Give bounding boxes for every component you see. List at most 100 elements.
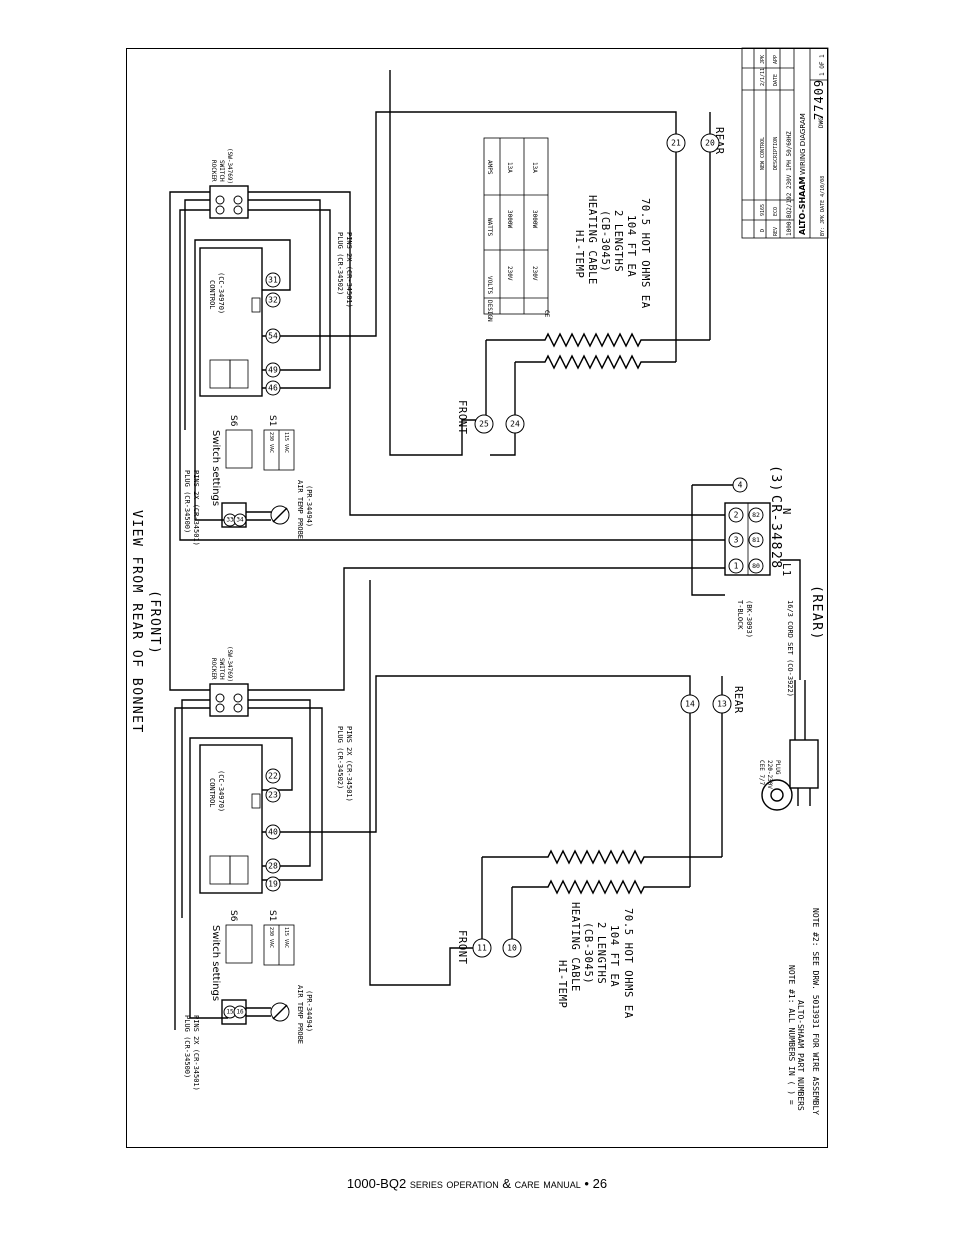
node-tblock-80: 80 bbox=[748, 558, 764, 574]
title-block-title: WIRING DIAGRAM bbox=[799, 113, 807, 175]
node-lower-f: 23 bbox=[265, 787, 281, 803]
plug-control-lower-1: PLUG (CR-34502) bbox=[336, 726, 344, 789]
tblock-label-2: (BK-3093) bbox=[745, 600, 753, 638]
node-lower-a-text: 14 bbox=[685, 700, 695, 709]
footer-text: series operation & care manual bbox=[409, 1176, 581, 1191]
node-tblock-2: 2 bbox=[728, 507, 744, 523]
node-upper-g-text: 54 bbox=[268, 332, 278, 341]
plug-probe-lower-2: PINS 2X (CR-34501) bbox=[192, 1015, 200, 1091]
probe-label-lower-2: (PR-34494) bbox=[305, 990, 313, 1032]
footer-bullet: • bbox=[584, 1176, 589, 1191]
spec-row2-watts: 3000W bbox=[531, 210, 538, 228]
rev-row-date: 2/1/11 bbox=[760, 68, 766, 86]
node-upper-c: 25 bbox=[474, 414, 494, 434]
rocker-label-upper-3: (SW-34769) bbox=[226, 148, 233, 184]
rocker-switch-upper[interactable] bbox=[209, 185, 249, 219]
node-tblock-81-text: 81 bbox=[752, 536, 760, 544]
node-lower-c-text: 11 bbox=[477, 944, 487, 953]
heating-upper-line-2: HEATING CABLE bbox=[586, 195, 598, 285]
vac-115-upper: 115 VAC bbox=[283, 432, 289, 453]
node-upper-i-text: 46 bbox=[268, 384, 278, 393]
plug-probe-lower-1: PLUG (CR-34500) bbox=[183, 1015, 191, 1078]
node-lower-b-text: 13 bbox=[717, 700, 727, 709]
spec-header-amps: AMPS bbox=[486, 160, 493, 175]
node-tblock-81: 81 bbox=[748, 532, 764, 548]
s6-label-lower: S6 bbox=[228, 910, 238, 922]
footer-page-number: 26 bbox=[592, 1176, 608, 1191]
probe-plug-lower[interactable] bbox=[221, 999, 290, 1025]
node-lower-e-text: 22 bbox=[268, 772, 278, 781]
node-upper-a: 21 bbox=[666, 133, 686, 153]
note-2: NOTE #2: SEE DRW. 5013931 FOR WIRE ASSEM… bbox=[811, 908, 820, 1115]
node-lower-i-text: 19 bbox=[268, 880, 278, 889]
rev-header-eco: ECO bbox=[773, 207, 779, 216]
page-footer: 1000-BQ2 series operation & care manual … bbox=[0, 1176, 954, 1191]
wires bbox=[169, 70, 806, 1030]
node-lower-b: 13 bbox=[712, 694, 732, 714]
rocker-label-lower-1: ROCKER bbox=[210, 658, 217, 680]
node-lower-h: 28 bbox=[265, 858, 281, 874]
title-block-brand: ALTO-SHAAM bbox=[798, 176, 807, 235]
node-tblock-82-text: 82 bbox=[752, 511, 760, 519]
rev-row-rev: D bbox=[760, 229, 766, 232]
control-label-upper-1: CONTROL bbox=[208, 280, 216, 310]
vac-115-lower: 115 VAC bbox=[283, 927, 289, 948]
heating-lower-line-6: 70.5 HOT OHMS EA bbox=[622, 908, 634, 1019]
node-tblock-1-text: 1 bbox=[734, 562, 739, 571]
switch-settings-lower: Switch settings S6 S1 230 VAC 115 VAC bbox=[210, 910, 295, 1001]
sheet-number: 1 OF 1 bbox=[819, 54, 826, 76]
cee-plug bbox=[761, 739, 819, 811]
node-lower-j: 15 bbox=[223, 1005, 237, 1019]
heating-upper-line-3: (CB-3045) bbox=[599, 210, 611, 272]
heating-upper-line-6: 70.5 HOT OHMS EA bbox=[639, 198, 651, 309]
rev-header-description: DESCRIPTION bbox=[773, 137, 779, 170]
plug-control-upper-1: PLUG (CR-34502) bbox=[336, 232, 344, 295]
node-lower-i: 19 bbox=[265, 876, 281, 892]
t-block[interactable] bbox=[724, 502, 771, 576]
note-1-line-2: ALTO-SHAAM PART NUMBERS bbox=[796, 1000, 805, 1111]
heating-lower-line-2: HEATING CABLE bbox=[569, 902, 581, 992]
spec-header-design: DESIGN bbox=[486, 300, 493, 322]
probe-label-upper-1: AIR TEMP PROBE bbox=[296, 480, 304, 539]
plug-control-upper-2: PINS 2X (CR-34501) bbox=[345, 232, 353, 308]
probe-plug-upper[interactable] bbox=[221, 502, 290, 528]
heating-element-upper-1 bbox=[486, 332, 710, 348]
rear-label: (REAR) bbox=[809, 585, 824, 641]
spec-row1-amps: 13A bbox=[506, 162, 513, 173]
cee-plug-label-2: 220-230V bbox=[766, 760, 773, 789]
control-board-lower[interactable] bbox=[199, 744, 263, 894]
node-upper-j-text: 33 bbox=[226, 517, 234, 524]
node-tblock-2-text: 2 bbox=[734, 511, 739, 520]
node-lower-g-text: 40 bbox=[268, 828, 278, 837]
heating-element-lower-1 bbox=[482, 849, 722, 865]
heating-upper-line-1: HI-TEMP bbox=[573, 230, 585, 278]
vac-230-upper: 230 VAC bbox=[268, 432, 274, 453]
node-lower-j-text: 15 bbox=[226, 1009, 234, 1016]
heating-upper-line-4: 2 LENGTHS bbox=[612, 210, 624, 272]
spec-header-volts: VOLTS bbox=[486, 276, 493, 294]
heating-lower-line-3: (CB-3045) bbox=[582, 922, 594, 984]
cord-part-number: CR-34828 bbox=[768, 495, 783, 570]
rev-header-date: DATE bbox=[773, 74, 779, 86]
rev-row-app: JPK bbox=[760, 55, 766, 64]
node-lower-h-text: 28 bbox=[268, 862, 278, 871]
probe-label-upper-2: (PR-34494) bbox=[305, 485, 313, 527]
tblock-nodes: 1 3 2 4 80 81 82 bbox=[728, 477, 764, 574]
rocker-switch-lower[interactable] bbox=[209, 683, 249, 717]
control-board-upper[interactable] bbox=[199, 247, 263, 397]
plug-control-lower-2: PINS 2X (CR-34501) bbox=[345, 726, 353, 802]
cee-plug-label-3: PLUG bbox=[774, 760, 781, 775]
node-lower-c: 11 bbox=[472, 938, 492, 958]
rocker-label-upper-1: ROCKER bbox=[210, 160, 217, 182]
vac-230-lower: 230 VAC bbox=[268, 927, 274, 948]
node-upper-k-text: 34 bbox=[236, 517, 244, 524]
tblock-label-1: T-BLOCK bbox=[736, 600, 744, 630]
terminal-n: N bbox=[780, 508, 792, 515]
heating-lower-line-5: 104 FT EA bbox=[608, 925, 620, 987]
heating-lower-line-4: 2 LENGTHS bbox=[595, 922, 607, 984]
node-lower-d: 10 bbox=[502, 938, 522, 958]
view-subtitle: (FRONT) bbox=[147, 590, 162, 655]
node-upper-g: 54 bbox=[265, 328, 281, 344]
title-block: ALTO-SHAAM WIRING DIAGRAM 1000-BQ2/192 2… bbox=[741, 47, 829, 239]
